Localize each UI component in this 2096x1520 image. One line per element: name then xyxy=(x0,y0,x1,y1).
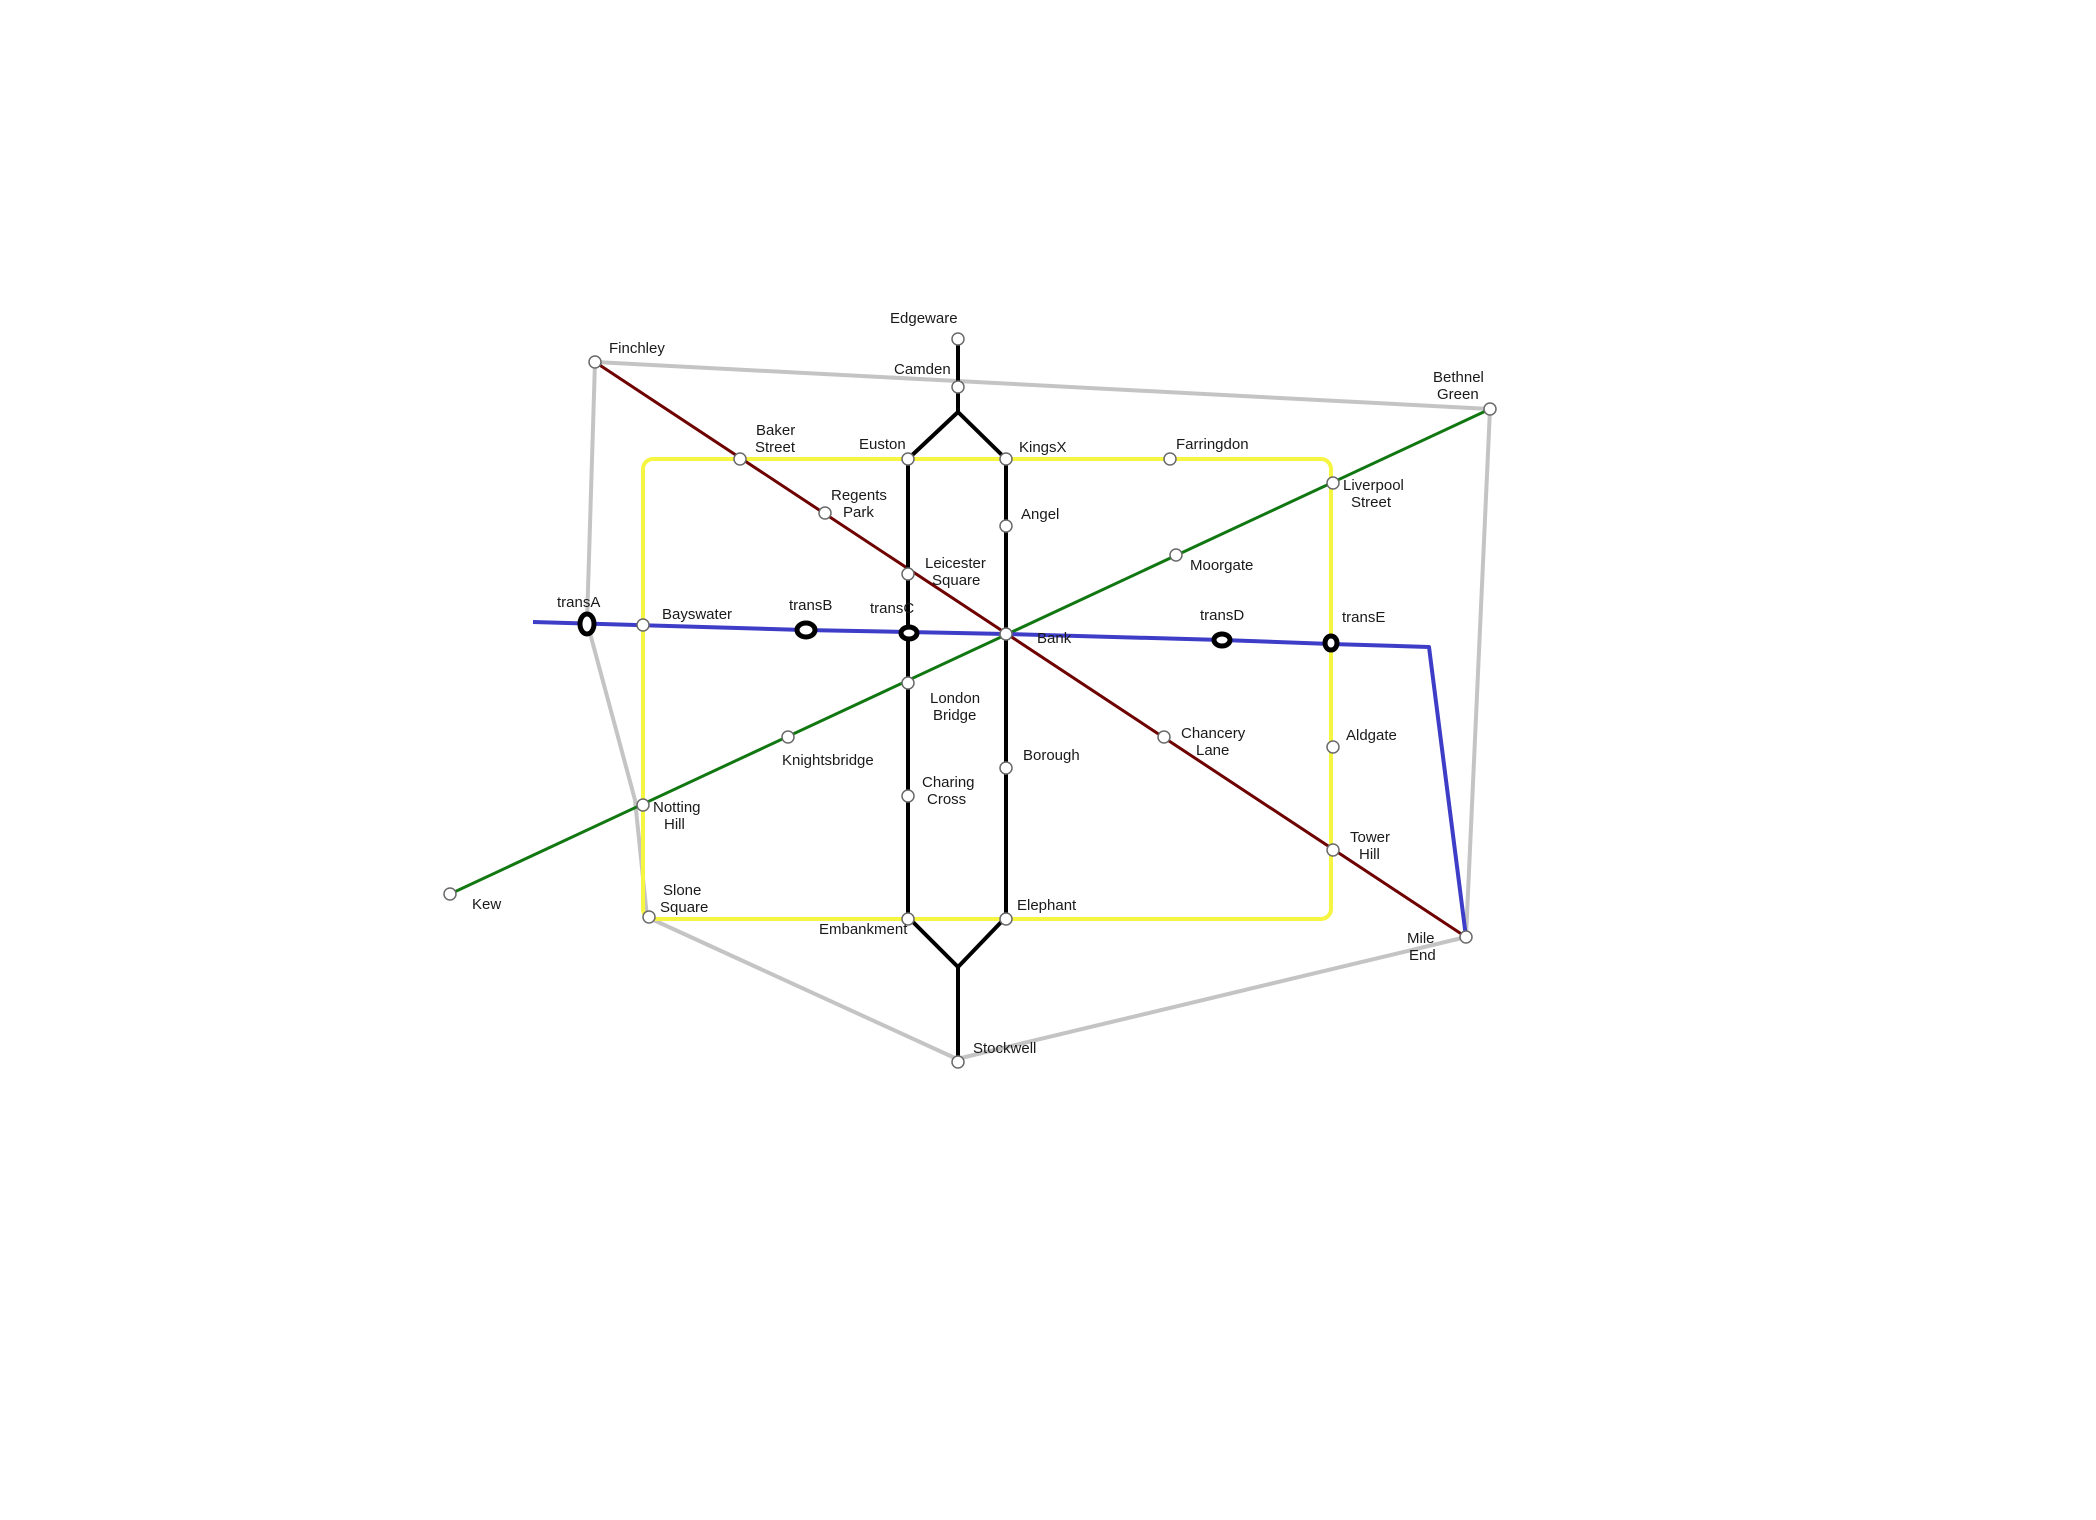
label-embankment: Embankment xyxy=(819,921,908,938)
label-camden: Camden xyxy=(894,361,951,378)
station-kew[interactable] xyxy=(443,887,457,901)
blue-line xyxy=(532,620,1468,938)
label-transD: transD xyxy=(1200,607,1244,624)
station-baker-street[interactable] xyxy=(733,452,747,466)
green-diagonal-line xyxy=(449,407,1491,896)
label-farringdon: Farringdon xyxy=(1176,436,1249,453)
label-stockwell: Stockwell xyxy=(973,1040,1036,1057)
station-chancery-lane[interactable] xyxy=(1157,730,1171,744)
station-bethnel-green[interactable] xyxy=(1483,402,1497,416)
station-london-bridge[interactable] xyxy=(901,676,915,690)
label-angel: Angel xyxy=(1021,506,1059,523)
label-charing-cross: Charing Cross xyxy=(922,774,979,808)
label-liverpool-street: Liverpool Street xyxy=(1343,477,1408,511)
station-slone-square[interactable] xyxy=(642,910,656,924)
station-kingsx[interactable] xyxy=(999,452,1013,466)
label-kew: Kew xyxy=(472,896,501,913)
label-mile-end: Mile End xyxy=(1407,930,1439,964)
station-liverpool-street[interactable] xyxy=(1326,476,1340,490)
station-camden[interactable] xyxy=(951,380,965,394)
station-elephant[interactable] xyxy=(999,912,1013,926)
label-elephant: Elephant xyxy=(1017,897,1077,914)
station-bank[interactable] xyxy=(999,627,1013,641)
station-bayswater[interactable] xyxy=(636,618,650,632)
station-leicester-square[interactable] xyxy=(901,567,915,581)
transfer-transE[interactable] xyxy=(1322,633,1340,653)
label-transC: transC xyxy=(870,600,914,617)
station-notting-hill[interactable] xyxy=(636,798,650,812)
station-euston[interactable] xyxy=(901,452,915,466)
station-mile-end[interactable] xyxy=(1459,930,1473,944)
label-transE: transE xyxy=(1342,609,1385,626)
label-moorgate: Moorgate xyxy=(1190,557,1253,574)
station-tower-hill[interactable] xyxy=(1326,843,1340,857)
label-euston: Euston xyxy=(859,436,906,453)
label-notting-hill: Notting Hill xyxy=(653,799,705,833)
station-farringdon[interactable] xyxy=(1163,452,1177,466)
transfer-transB[interactable] xyxy=(794,620,818,640)
station-knightsbridge[interactable] xyxy=(781,730,795,744)
label-kingsx: KingsX xyxy=(1019,439,1067,456)
station-finchley[interactable] xyxy=(588,355,602,369)
label-borough: Borough xyxy=(1023,747,1080,764)
station-charing-cross[interactable] xyxy=(901,789,915,803)
label-baker-street: Baker Street xyxy=(755,422,799,456)
label-slone-square: Slone Square xyxy=(660,882,708,916)
label-aldgate: Aldgate xyxy=(1346,727,1397,744)
station-borough[interactable] xyxy=(999,761,1013,775)
transfer-transD[interactable] xyxy=(1211,631,1233,649)
transfer-markers xyxy=(577,611,1340,653)
transfer-transC[interactable] xyxy=(898,624,920,642)
label-regents-park: Regents Park xyxy=(831,487,891,521)
label-edgeware: Edgeware xyxy=(890,310,958,327)
label-bayswater: Bayswater xyxy=(662,606,732,623)
station-angel[interactable] xyxy=(999,519,1013,533)
circle-line xyxy=(641,457,1333,921)
station-labels: Edgeware Camden Finchley Bethnel Green B… xyxy=(472,310,1488,1057)
station-edgeware[interactable] xyxy=(951,332,965,346)
label-tower-hill: Tower Hill xyxy=(1350,829,1394,863)
transfer-transA[interactable] xyxy=(577,611,597,637)
label-transA: transA xyxy=(557,594,600,611)
outer-loop-line xyxy=(585,360,1492,1061)
label-transB: transB xyxy=(789,597,832,614)
label-knightsbridge: Knightsbridge xyxy=(782,752,874,769)
station-regents-park[interactable] xyxy=(818,506,832,520)
label-london-bridge: London Bridge xyxy=(930,690,984,724)
label-bank: Bank xyxy=(1037,630,1072,647)
label-finchley: Finchley xyxy=(609,340,665,357)
station-aldgate[interactable] xyxy=(1326,740,1340,754)
transfer-labels: transA transB transC transD transE xyxy=(557,594,1385,626)
label-bethnel-green: Bethnel Green xyxy=(1433,369,1488,403)
station-moorgate[interactable] xyxy=(1169,548,1183,562)
label-chancery-lane: Chancery Lane xyxy=(1181,725,1249,759)
station-stockwell[interactable] xyxy=(951,1055,965,1069)
station-markers xyxy=(443,332,1497,1069)
station-embankment[interactable] xyxy=(901,912,915,926)
label-leicester-square: Leicester Square xyxy=(925,555,990,589)
